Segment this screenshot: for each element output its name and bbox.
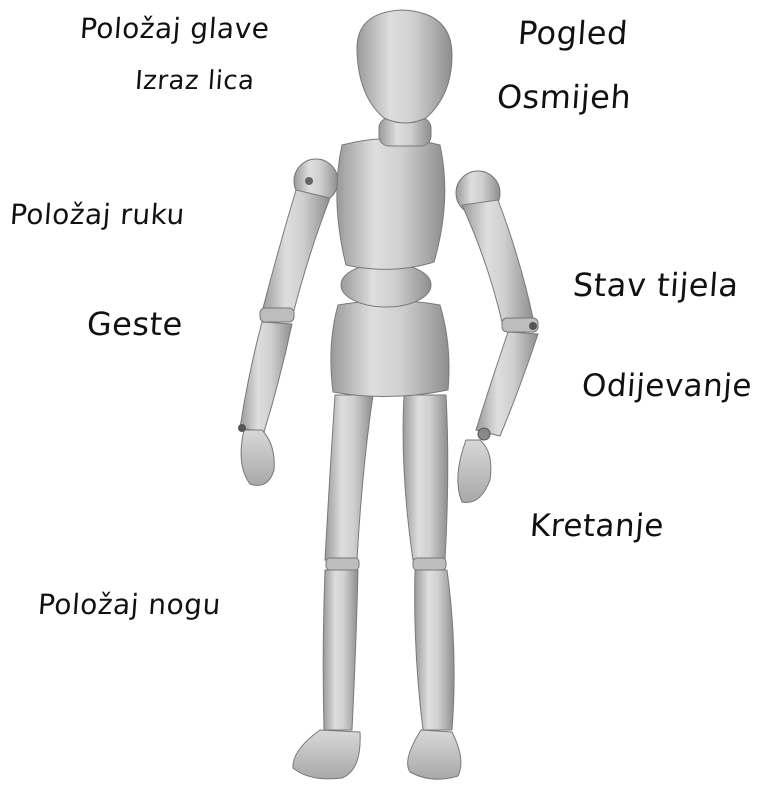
label-gaze: Pogled bbox=[517, 14, 630, 52]
right-leg bbox=[293, 395, 373, 779]
label-arm-position: Položaj ruku bbox=[9, 198, 186, 231]
label-gestures: Geste bbox=[86, 305, 185, 343]
right-arm bbox=[238, 159, 338, 485]
left-arm bbox=[456, 171, 538, 503]
label-head-position: Položaj glave bbox=[79, 12, 271, 45]
label-facial-expression: Izraz lica bbox=[134, 66, 256, 96]
label-clothing: Odijevanje bbox=[581, 368, 754, 404]
torso bbox=[337, 139, 445, 270]
pelvis bbox=[331, 301, 449, 397]
label-posture: Stav tijela bbox=[572, 266, 740, 304]
head bbox=[357, 10, 452, 123]
left-leg bbox=[403, 395, 461, 779]
label-leg-position: Položaj nogu bbox=[37, 588, 222, 621]
label-movement: Kretanje bbox=[529, 508, 665, 544]
label-smile: Osmijeh bbox=[496, 78, 633, 116]
